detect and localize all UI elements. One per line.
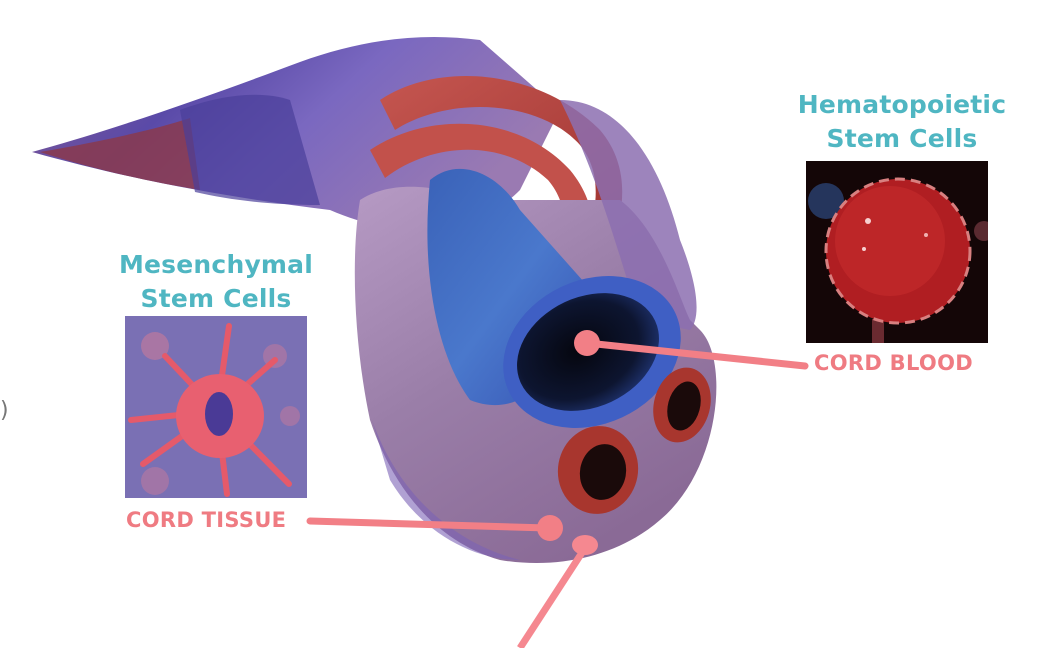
hematopoietic-cell-image xyxy=(806,161,988,343)
clipped-edge-glyph: ) xyxy=(0,398,9,423)
hematopoietic-title: Hematopoietic Stem Cells xyxy=(790,88,1014,156)
mesenchymal-title-line1: Mesenchymal xyxy=(118,250,314,279)
cord-tissue-label: CORD TISSUE xyxy=(126,508,287,532)
mesenchymal-title-line2: Stem Cells xyxy=(140,284,292,313)
hematopoietic-title-line1: Hematopoietic xyxy=(797,90,1007,119)
cord-blood-label: CORD BLOOD xyxy=(814,351,973,375)
cord-tissue-pointer xyxy=(306,515,563,541)
mesenchymal-cell-image xyxy=(125,316,307,498)
hematopoietic-title-line2: Stem Cells xyxy=(826,124,978,153)
third-pointer xyxy=(517,535,598,648)
cord-blood-pointer xyxy=(574,330,809,370)
mesenchymal-title: Mesenchymal Stem Cells xyxy=(104,248,328,316)
